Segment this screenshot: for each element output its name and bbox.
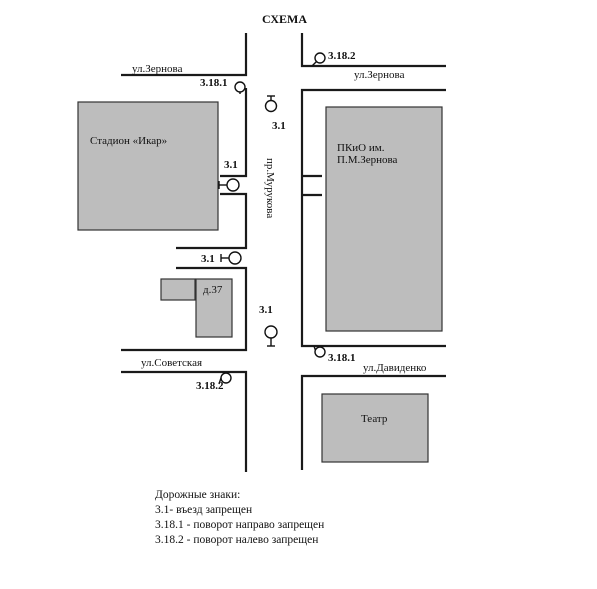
stadium-label: Стадион «Икар» (90, 135, 167, 147)
small-building-block (160, 278, 196, 301)
sign-3-18-2-bottom-label: 3.18.2 (196, 380, 224, 392)
road-zernova-left (121, 33, 248, 77)
street-label-sovetskaya: ул.Советская (141, 357, 202, 369)
sign-3-18-1-bottom-label: 3.18.1 (328, 352, 356, 364)
street-label-zernova-right: ул.Зернова (354, 69, 405, 81)
road-zernova-right (300, 33, 446, 68)
road-davidenko (300, 374, 446, 470)
legend-item-3-18-2: 3.18.2 - поворот налево запрещен (155, 534, 318, 546)
sign-3-18-2-bottom: 3.18.2 (196, 372, 232, 392)
road-murukova-east-edge (300, 88, 446, 348)
street-label-davidenko: ул.Давиденко (363, 362, 427, 374)
pkio-label-line2: П.М.Зернова (337, 154, 398, 166)
house-37-label: д.37 (203, 284, 223, 296)
sign-3-18-2-top: 3.18.2 (311, 50, 356, 67)
sign-3-18-2-top-label: 3.18.2 (328, 50, 356, 62)
theatre-block (321, 393, 429, 463)
sign-3-1-bottom: 3.1 (259, 304, 278, 347)
map-title: СХЕМА (262, 12, 307, 26)
sign-3-1-mid: 3.1 (201, 251, 242, 265)
house-37-block (195, 278, 233, 338)
pkio-park-block (325, 106, 443, 332)
pkio-label-line1: ПКиО им. (337, 142, 385, 154)
sign-3-1-top: 3.1 (264, 95, 286, 132)
legend-item-3-1: 3.1- въезд запрещен (155, 504, 252, 516)
theatre-label: Театр (361, 413, 388, 425)
sign-3-1-bottom-label: 3.1 (259, 304, 273, 316)
sign-3-18-1-bottom: 3.18.1 (313, 345, 356, 364)
sign-3-1-mid-label: 3.1 (201, 253, 215, 265)
road-sovetskaya (121, 370, 248, 472)
sign-3-18-1-top: 3.18.1 (200, 77, 246, 94)
legend: Дорожные знаки: 3.1- въезд запрещен 3.18… (155, 489, 324, 546)
stadium-block (77, 101, 219, 231)
street-label-zernova-left: ул.Зернова (132, 63, 183, 75)
road-west-edge-upper (220, 88, 248, 178)
sign-3-18-1-top-label: 3.18.1 (200, 77, 228, 89)
sign-3-1-top-label: 3.1 (272, 120, 286, 132)
street-label-murukova: пр.Мурукова (264, 158, 276, 218)
road-house-lane (121, 266, 248, 352)
road-stadium-lane (176, 192, 248, 250)
legend-item-3-18-1: 3.18.1 - поворот направо запрещен (155, 519, 324, 531)
legend-heading: Дорожные знаки: (155, 489, 240, 501)
sign-3-1-stadium-label: 3.1 (224, 159, 238, 171)
sign-3-1-stadium: 3.1 (218, 159, 240, 192)
